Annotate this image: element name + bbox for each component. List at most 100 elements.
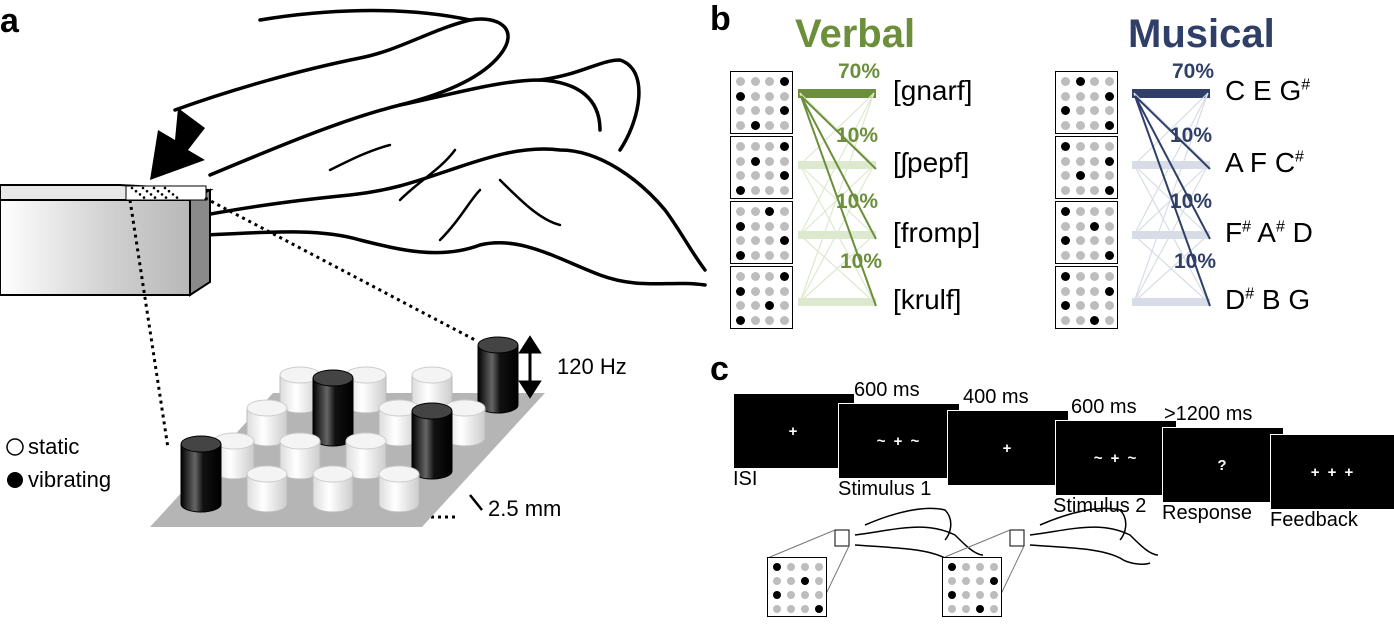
static-dot [814,590,824,600]
legend-vibrating-label: vibrating [28,467,112,492]
verbal-percent-label: 70% [838,60,881,83]
static-dot [961,590,971,600]
static-dot [765,106,775,116]
musical-item-label: D# B G [1225,284,1311,315]
legend-static-label: static [28,434,80,459]
musical-weak-link [1133,164,1209,303]
static-dot [750,236,760,246]
verbal-pattern-grid [730,136,793,199]
vibrating-pin [312,369,354,447]
static-dot [975,576,985,586]
static-dot [1090,301,1100,311]
static-dot [765,286,775,296]
vibrating-dot [1090,221,1100,231]
static-dot [1060,286,1070,296]
static-dot [1090,106,1100,116]
static-dot [1105,171,1115,181]
mini-pin [171,193,175,196]
static-dot [1075,316,1085,326]
vibrating-dot [1105,156,1115,166]
static-legend-icon [6,438,24,456]
small-hand-illustration [854,507,984,565]
vibrating-dot [780,271,790,281]
static-dot [765,271,775,281]
vibrating-dot [1105,251,1115,261]
verbal-percent-label: 10% [836,190,879,213]
static-dot [1090,286,1100,296]
musical-pattern-grid [1055,71,1118,134]
verbal-pattern-grid [730,71,793,134]
static-dot [765,91,775,101]
static-dot [780,316,790,326]
frequency-label: 120 Hz [557,354,627,379]
static-dot [1060,76,1070,86]
verbal-weak-link [799,164,875,303]
static-dot [780,286,790,296]
screen-label: Stimulus 2 [1053,495,1147,517]
vibrating-dot [814,604,824,614]
static-dot [961,562,971,572]
vibrating-dot [765,206,775,216]
static-pin [444,399,486,447]
static-dot [735,121,745,131]
vibrating-dot [780,76,790,86]
static-dot [1090,186,1100,196]
static-dot [780,156,790,166]
press-arrow-icon [150,108,205,180]
static-dot [1105,76,1115,86]
vibrating-legend-icon [7,472,23,488]
static-dot [989,604,999,614]
vibrating-pin [180,435,222,513]
trial-screen: + [947,410,1069,486]
static-dot [765,121,775,131]
mini-pin [149,193,153,196]
static-dot [1060,221,1070,231]
static-dot [765,156,775,166]
screen-label: Feedback [1270,509,1358,531]
musical-percent-label: 10% [1170,190,1213,213]
vibrating-dot [947,590,957,600]
static-dot [1105,141,1115,151]
static-dot [1075,121,1085,131]
static-dot [735,301,745,311]
mini-pin [142,196,146,199]
verbal-strong-link [800,95,877,307]
static-dot [735,206,745,216]
trial-screen: + + + [1270,434,1394,510]
vibrating-dot [765,301,775,311]
mini-pin [145,189,149,193]
musical-strong-link [1134,95,1211,240]
pin-array [180,336,519,513]
static-dot [750,221,760,231]
static-dot [780,121,790,131]
musical-item-label: C E G# [1225,75,1311,106]
vibration-arrow-icon [518,335,542,399]
static-dot [1075,251,1085,261]
static-dot [750,286,760,296]
vibrating-dot [1060,271,1070,281]
verbal-item-label: [krulf] [893,284,962,315]
mini-pin [163,186,167,190]
static-dot [1090,121,1100,131]
static-dot [1090,271,1100,281]
musical-percent-label: 70% [1172,60,1215,83]
vibrating-dot [735,286,745,296]
static-dot [975,562,985,572]
vibrating-dot [1060,206,1070,216]
mini-pin [156,189,160,193]
verbal-association-bar [798,89,876,98]
static-dot [1090,171,1100,181]
vibrating-dot [750,121,760,131]
vibrating-dot [1105,186,1115,196]
verbal-item-label: [gnarf] [893,75,973,106]
trial-screen: ~ + ~ [1055,420,1177,496]
static-dot [1105,236,1115,246]
verbal-percent-label: 10% [836,124,879,147]
vibrating-dot [1090,316,1100,326]
static-dot [1090,251,1100,261]
musical-percent-label: 10% [1174,250,1217,273]
static-dot [989,562,999,572]
verbal-weak-link [799,164,875,236]
static-dot [1105,301,1115,311]
static-dot [786,576,796,586]
